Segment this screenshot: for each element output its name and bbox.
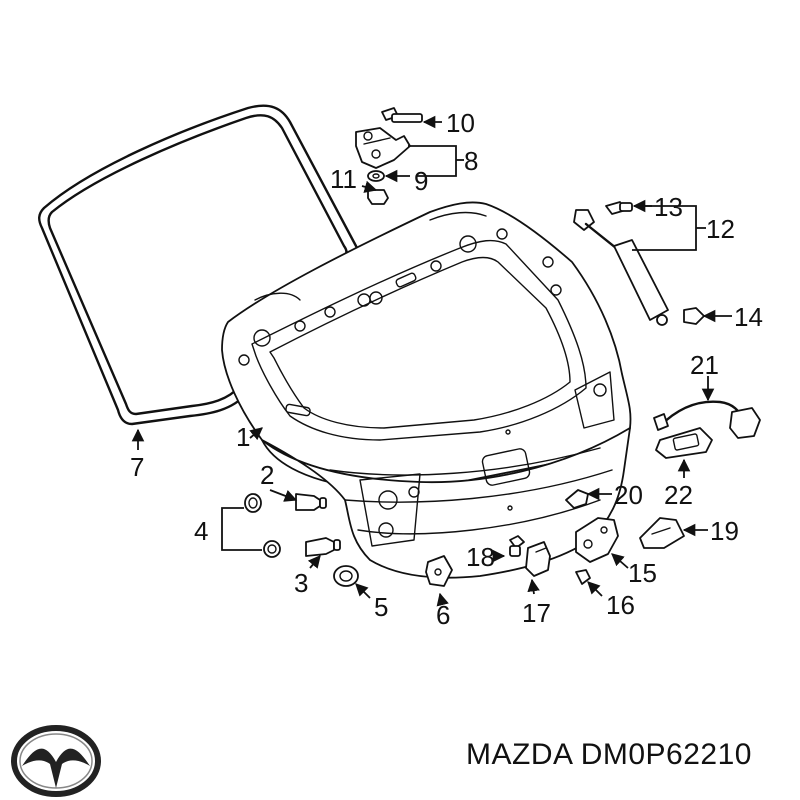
callout-22: 22	[664, 480, 693, 510]
callout-1: 1	[236, 422, 250, 452]
callout-13: 13	[654, 192, 683, 222]
callout-21: 21	[690, 350, 719, 380]
hinge-assembly	[355, 107, 423, 205]
callout-19: 19	[710, 516, 739, 546]
part-caption: MAZDA DM0P62210	[466, 738, 752, 772]
callout-8: 8	[464, 146, 478, 176]
callout-2: 2	[260, 460, 274, 490]
stoppers-and-grommets	[244, 493, 359, 587]
liftgate-panel	[221, 201, 632, 579]
callout-17: 17	[522, 598, 551, 628]
mazda-logo-icon	[11, 725, 101, 797]
callout-6: 6	[436, 600, 450, 630]
part-number: DM0P62210	[580, 738, 752, 771]
callout-3: 3	[294, 568, 308, 598]
leader-lines	[131, 115, 732, 607]
callout-7: 7	[130, 452, 144, 482]
callout-18: 18	[466, 542, 495, 572]
callout-4: 4	[194, 516, 208, 546]
latch-and-covers	[565, 489, 685, 585]
callout-14: 14	[734, 302, 763, 332]
gas-strut	[573, 201, 705, 326]
callout-12: 12	[706, 214, 735, 244]
harness-and-lamp	[653, 400, 761, 459]
callout-labels: 1 2 3 4 5 6 7 8 9 10 11 12 13 14 15 16 1…	[130, 108, 763, 630]
callout-11: 11	[330, 164, 357, 194]
callout-10: 10	[446, 108, 475, 138]
callout-5: 5	[374, 592, 388, 622]
brand-name: MAZDA	[466, 738, 572, 771]
callout-16: 16	[606, 590, 635, 620]
callout-9: 9	[414, 166, 428, 196]
callout-20: 20	[614, 480, 643, 510]
callout-15: 15	[628, 558, 657, 588]
brackets-and-bolt	[425, 535, 551, 587]
